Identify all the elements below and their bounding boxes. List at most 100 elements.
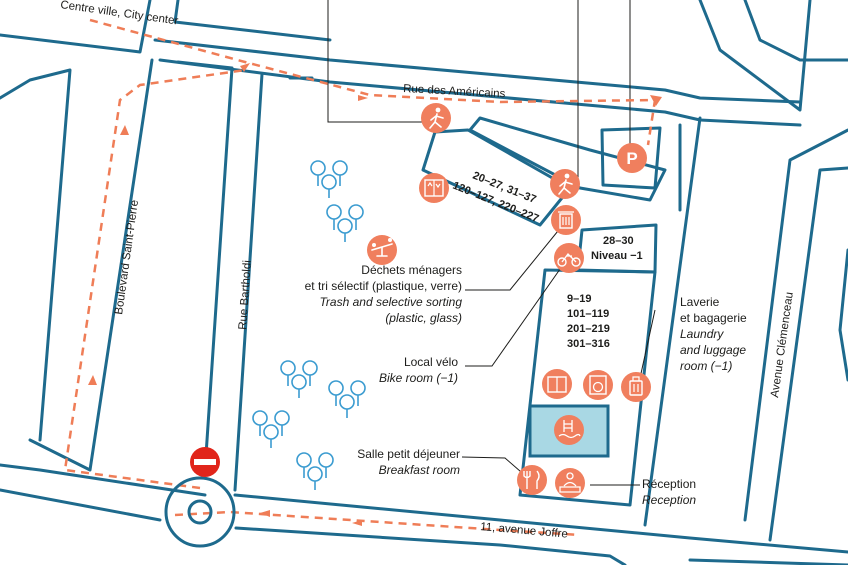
tree-icon [350,380,366,406]
waste-label-fr: Déchets ménagers [361,263,462,277]
route-path [63,18,657,537]
room-range: 101–119 [567,308,609,320]
road-edge [688,558,848,565]
road-edge [234,526,627,565]
tree-icon [337,218,353,242]
road-edge [643,116,702,527]
no-entry-icon [190,447,220,477]
laundry-label-fr: et bagagerie [680,311,747,325]
route-arrow [358,95,368,101]
tree-icon [339,394,355,418]
road-edge [698,0,812,112]
elevator-icon [419,173,449,203]
route-arrow [260,510,270,517]
room-range: 28–30 [603,235,634,247]
tree-icon [348,204,364,230]
road-edge [173,0,332,42]
street-city-center: Centre ville, City center [60,0,180,28]
road-edge [233,72,264,492]
amenity-labels: Déchets ménagers et tri sélectif (plasti… [305,263,747,507]
laundry-label-en: Laundry [680,327,724,341]
hotel-block-outline [600,126,662,190]
route-arrow [120,125,129,135]
tree-icon [321,174,337,198]
hotel-block-outline [518,268,657,507]
road-edge [176,60,234,472]
road-edge [153,38,802,104]
route-arrow [352,520,362,526]
restaurant-icon [517,465,547,495]
reception-icon [555,468,585,498]
tree-icon [296,452,312,478]
parking-icon: P [617,143,647,173]
playground-icon [367,235,397,265]
tree-icon [318,452,334,478]
bike-label-en: Bike room (−1) [379,371,458,385]
laundry-label-fr: Laverie [680,295,720,309]
tree-icon [291,374,307,398]
road-edge [0,0,152,54]
road-edge [743,0,848,62]
tree-icon [310,160,326,186]
road-edge [743,128,848,522]
hotel-block-outline [421,128,572,227]
tree-icon [263,424,279,448]
room-floor: Niveau −1 [591,250,643,262]
laundry-label-en: and luggage [680,343,746,357]
room-labels: 20–27, 31–37 120–127, 220–227 28–30 Nive… [451,170,643,350]
tree-icon [274,410,290,436]
road-edge [28,58,154,472]
breakfast-label-en: Breakfast room [379,463,460,477]
street-saint-pierre: Boulevard Saint-Pierre [113,199,141,315]
ref-line [327,0,440,123]
roundabout-center [187,499,213,525]
waste-label-en: Trash and selective sorting [319,295,462,309]
roundabout [164,476,236,548]
svg-text:P: P [626,149,637,168]
tree-icon [280,360,296,386]
road-edge [0,463,207,497]
tree-icon [328,380,344,406]
route-arrow [88,375,97,385]
route-segment [63,68,246,490]
hotel-block-outline [468,116,667,202]
road-edge [233,493,848,554]
road-edge [838,248,848,382]
tree-icon [307,466,323,490]
leader-line [465,225,563,291]
bike-label-fr: Local vélo [404,355,458,369]
route-arrows [88,63,662,526]
waste-label-en: (plastic, glass) [385,311,462,325]
room-range: 201–219 [567,323,610,335]
leader-line [639,309,656,379]
road-edge [0,68,72,442]
trash-icon [551,205,581,235]
street-americains: Rue des Américains [403,83,506,100]
reception-label-fr: Réception [642,477,696,491]
reception-label-en: Reception [642,493,696,507]
luggage-icon [621,372,651,402]
leader-line [465,261,566,367]
room-range: 9–19 [567,293,591,305]
tree-icon [302,360,318,386]
hotel-block-outline [576,223,658,274]
tree-group [252,160,366,490]
elevator-icon [542,369,572,399]
route-segment [89,18,657,146]
bicycle-icon [554,243,584,273]
breakfast-label-fr: Salle petit déjeuner [357,447,460,461]
waste-label-fr: et tri sélectif (plastique, verre) [305,279,462,293]
route-segment [174,510,581,537]
tree-icon [252,410,268,436]
tree-icon [332,160,348,186]
reference-lines [327,0,656,486]
road-edge [0,488,162,522]
pedestrian-icon [421,103,451,133]
route-arrow [650,95,662,106]
road-edge [768,166,848,542]
laundry-label-en: room (−1) [680,359,732,373]
pedestrian-icon [550,169,580,199]
route-arrow [240,63,250,72]
